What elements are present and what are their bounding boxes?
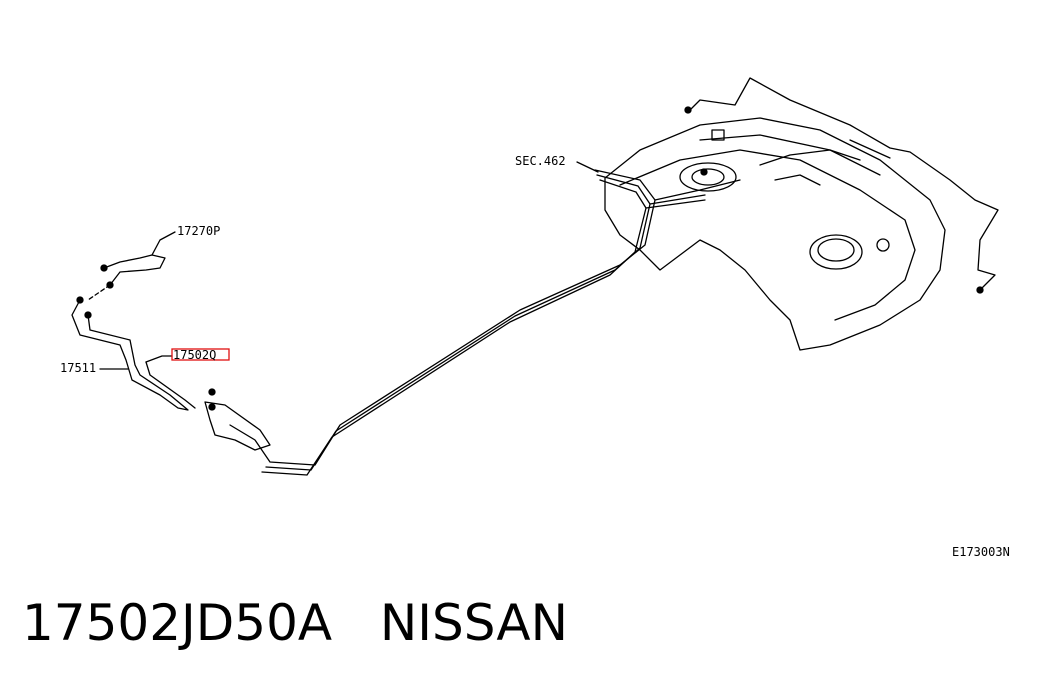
part-17270p-clip-a bbox=[100, 264, 108, 272]
fuel-tank-inner-contour bbox=[619, 149, 916, 321]
hose-17511-end bbox=[76, 296, 84, 304]
fuel-tank-top-ridge bbox=[699, 134, 881, 176]
label-17270p: 17270P bbox=[177, 224, 220, 238]
hose-17511 bbox=[71, 299, 189, 411]
hose-17502q bbox=[145, 361, 196, 409]
filler-cap-inner bbox=[817, 238, 855, 262]
label-17511: 17511 bbox=[60, 361, 96, 375]
vent-line-clip-right bbox=[976, 286, 984, 294]
leader-17270p bbox=[151, 231, 176, 256]
label-diagram-code: E173003N bbox=[952, 545, 1010, 559]
leader-17502q bbox=[145, 355, 173, 363]
leader-sec462 bbox=[576, 161, 599, 173]
line-clip-bracket bbox=[204, 401, 271, 451]
hose-17511-clip bbox=[84, 311, 92, 319]
label-17502q: 17502Q bbox=[173, 348, 216, 362]
bracket-clip-b bbox=[208, 403, 216, 411]
fuel-pump-inner bbox=[691, 168, 725, 186]
label-sec462: SEC.462 bbox=[515, 154, 566, 168]
part-17270p bbox=[103, 254, 166, 286]
filler-cap-outer bbox=[809, 234, 863, 270]
dashed-guide bbox=[87, 284, 111, 301]
part-title: 17502JD50A NISSAN bbox=[22, 598, 568, 648]
tank-fitting-box bbox=[711, 129, 725, 141]
fuel-pump-unit bbox=[679, 162, 737, 192]
tank-top-fittings bbox=[759, 139, 891, 186]
brand-name: NISSAN bbox=[379, 594, 568, 652]
tank-small-port bbox=[876, 238, 890, 252]
fuel-pump-connector bbox=[700, 168, 708, 176]
vent-line-clip-left bbox=[684, 106, 692, 114]
fuel-tank-outline bbox=[604, 117, 946, 351]
tank-vent-line bbox=[689, 77, 999, 291]
bracket-clip-a bbox=[208, 388, 216, 396]
fuel-line-bundle bbox=[229, 169, 741, 476]
highlight-box bbox=[171, 348, 230, 361]
part-number: 17502JD50A bbox=[22, 594, 333, 652]
